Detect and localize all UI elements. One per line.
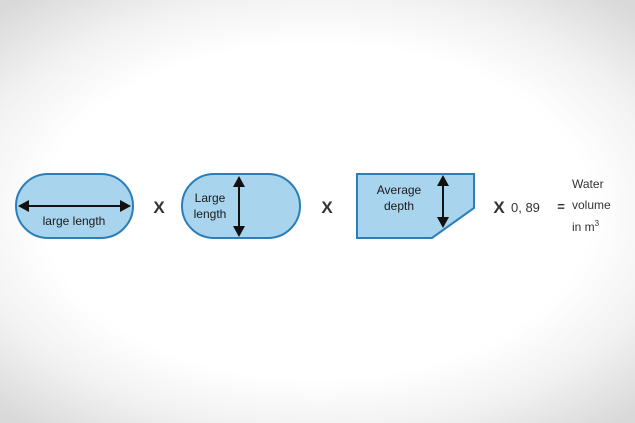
multiply-sign-3: X [493,198,505,217]
arrow-left-head-icon [18,200,29,212]
arrow-down-head-icon [437,217,449,228]
rounded-shape [181,173,301,239]
result-line3-text: in m [572,220,595,234]
arrow-down-head-icon [233,226,245,237]
shape-large-length-2: Large length [181,173,301,239]
multiply-sign-2: X [321,198,333,217]
result-line3-superscript: 3 [595,219,600,228]
result-line1: Water [572,177,604,191]
arrow-right-head-icon [120,200,131,212]
result-label: Water volume in m3 [572,177,611,234]
shape1-label: large length [43,214,106,228]
shape3-label-line1: Average [377,183,422,197]
result-line2: volume [572,198,611,212]
shape2-label-line1: Large [195,191,226,205]
shape3-label-line2: depth [384,199,414,213]
shape-large-length: large length [15,173,134,239]
shape-average-depth: Average depth [356,173,475,239]
arrow-up-head-icon [233,176,245,187]
result-line3: in m3 [572,219,600,234]
multiply-sign-1: X [153,198,165,217]
equals-sign: = [557,199,565,214]
factor-value: 0, 89 [511,200,540,215]
arrow-up-head-icon [437,175,449,186]
shape2-label-line2: length [194,207,227,221]
